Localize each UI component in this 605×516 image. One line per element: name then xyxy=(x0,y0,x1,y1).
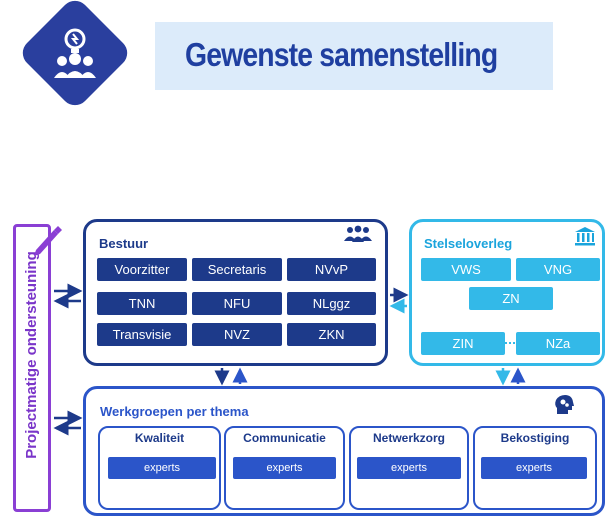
building-icon xyxy=(575,227,595,246)
bestuur-member-voorzitter: Voorzitter xyxy=(97,258,187,281)
werkgroep-experts: experts xyxy=(481,457,587,479)
werkgroep-label: Netwerkzorg xyxy=(372,431,446,445)
bestuur-member-nvz: NVZ xyxy=(192,323,282,346)
lightbulb-team-icon xyxy=(54,28,96,78)
werkgroep-label: Communicatie xyxy=(243,431,326,445)
bestuur-title: Bestuur xyxy=(99,236,149,251)
stelsel-member-nza: NZa xyxy=(516,332,600,355)
stelsel-member-vng: VNG xyxy=(516,258,600,281)
bestuur-member-secretaris: Secretaris xyxy=(192,258,282,281)
head-gears-icon xyxy=(555,395,574,414)
stelseloverleg-title: Stelseloverleg xyxy=(424,236,513,251)
pen-icon xyxy=(34,226,62,256)
werkgroep-experts: experts xyxy=(357,457,461,479)
page-title: Gewenste samenstelling xyxy=(185,36,498,73)
bestuur-member-nlggz: NLggz xyxy=(287,292,376,315)
stelsel-member-zin: ZIN xyxy=(421,332,505,355)
werkgroep-label: Kwaliteit xyxy=(134,431,185,445)
werkgroepen-title: Werkgroepen per thema xyxy=(100,404,249,419)
bestuur-member-nfu: NFU xyxy=(192,292,282,315)
stelsel-member-zn: ZN xyxy=(469,287,553,310)
bestuur-member-zkn: ZKN xyxy=(287,323,376,346)
bestuur-member-tnn: TNN xyxy=(97,292,187,315)
bestuur-member-nvvp: NVvP xyxy=(287,258,376,281)
werkgroep-experts: experts xyxy=(108,457,216,479)
werkgroep-experts: experts xyxy=(233,457,336,479)
bestuur-member-transvisie: Transvisie xyxy=(97,323,187,346)
stelsel-member-vws: VWS xyxy=(421,258,511,281)
side-bar xyxy=(13,224,51,512)
werkgroep-label: Bekostiging xyxy=(500,431,570,445)
people-icon xyxy=(344,225,372,242)
title-band xyxy=(155,22,553,90)
